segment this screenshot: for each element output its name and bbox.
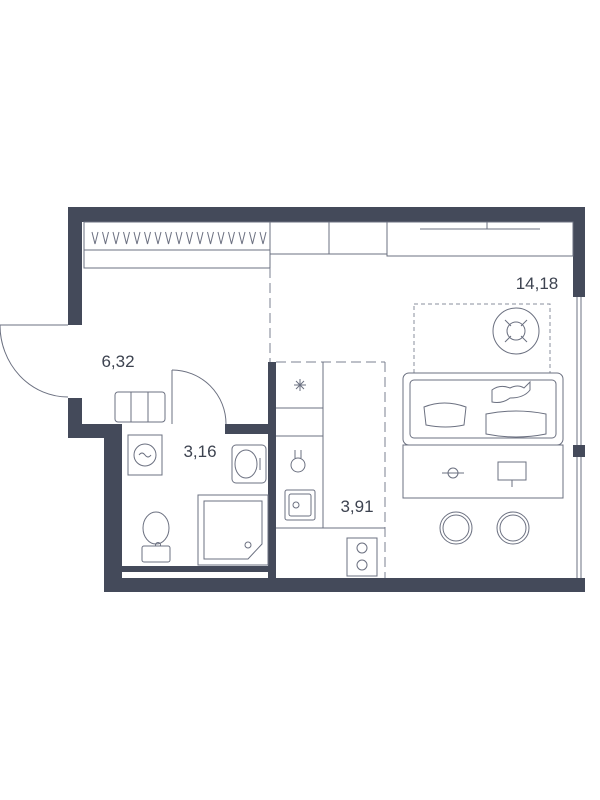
wall-bottom [104,578,585,592]
wall-bathroom-top [225,424,275,434]
hanger-icon [112,231,120,245]
hanger-icon [165,231,172,245]
bathroom-door[interactable] [171,369,227,425]
wall-left-upper [68,207,82,325]
stove [346,537,378,577]
hanger-icon [238,231,246,245]
fridge [294,379,306,391]
tv-stand [386,221,574,257]
washing-machine [127,434,163,476]
bathroom-sink [231,444,267,484]
desk [402,444,564,499]
kitchen-counter [276,362,385,529]
hanger-icon [217,231,225,245]
wall-cabinets [269,221,388,255]
wardrobe [83,221,271,269]
kitchen-faucet [290,450,306,473]
wall-partition [268,362,276,580]
blanket-icon [485,410,547,438]
area-label-bathroom: 3,16 [183,442,216,461]
window-right-lower [576,457,582,578]
hanger-icon [144,231,151,245]
cat-icon [491,380,531,403]
hanger-icon [259,231,267,245]
hanger-icon [91,231,99,245]
wall-right-upper [573,207,585,297]
window-right-upper [576,297,582,445]
hanger-icon [186,231,193,245]
chair-right [496,511,530,545]
toilet [141,511,171,563]
hanger-icon [249,231,256,245]
hanger-icon [154,231,162,245]
hanger-icon [102,231,109,245]
kitchen-sink [284,489,316,521]
wall-bathroom-left [104,424,122,592]
wall-top [68,207,585,222]
walls [68,207,585,592]
shoe-rack [114,391,166,423]
rug [413,303,551,375]
wall-bathroom-bottom [122,566,276,572]
hanger-icon [133,231,141,245]
pillow-icon [423,402,467,428]
sofa-bed [402,372,564,446]
area-label-hallway: 6,32 [101,352,134,371]
chair-left [439,511,473,545]
hanger-icon [196,231,204,245]
shower-tray [197,494,269,566]
area-label-kitchen: 3,91 [340,497,373,516]
hanger-icon [175,231,183,245]
coffee-table [492,307,540,355]
hanger-icon [228,231,235,245]
area-label-main-room: 14,18 [516,274,559,293]
wall-right-middle [573,445,585,457]
entrance-door[interactable] [0,324,69,398]
hanger-icon [207,231,214,245]
hanger-icon [123,231,130,245]
